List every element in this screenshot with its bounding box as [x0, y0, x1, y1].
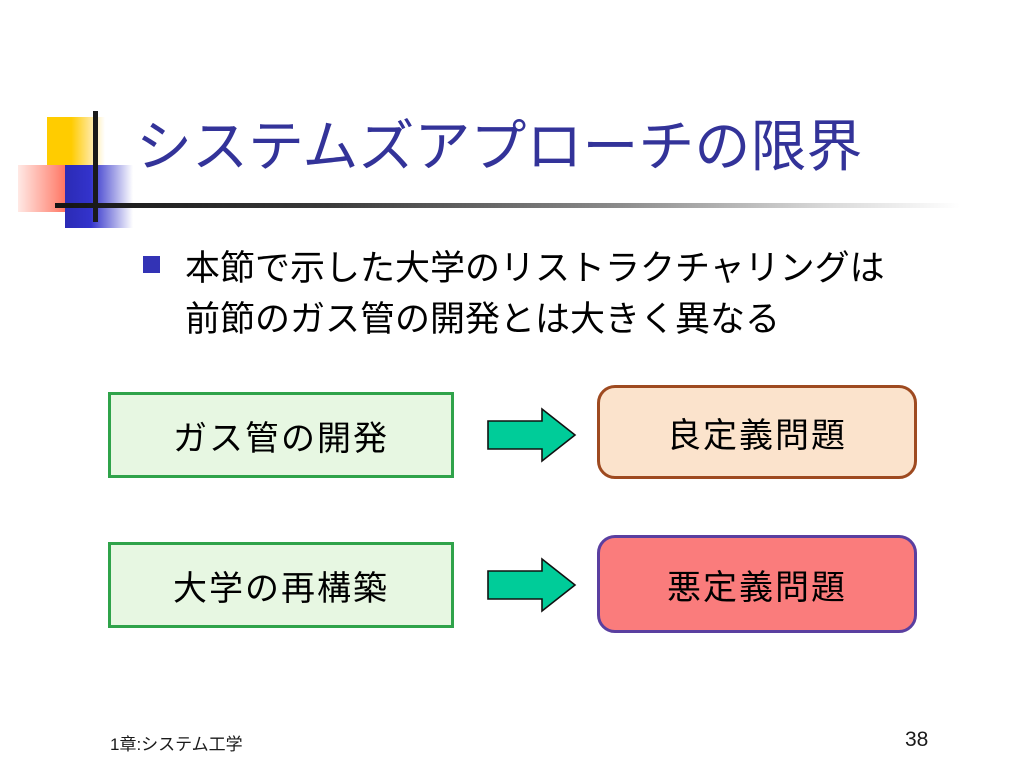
decoration-vertical-rule: [93, 111, 98, 222]
bullet-line-2: 前節のガス管の開発とは大きく異なる: [185, 300, 781, 339]
footer-chapter-label: 1章:システム工学: [110, 735, 243, 754]
bullet-item: 本節で示した大学のリストラクチャリングは 前節のガス管の開発とは大きく異なる: [140, 243, 1000, 345]
diagram-target-box-well-defined[interactable]: 良定義問題: [597, 385, 917, 479]
footer-page-number: 38: [905, 728, 929, 751]
page-title: システムズアプローチの限界: [136, 115, 863, 178]
decoration-blue-square: [65, 165, 133, 228]
decoration-horizontal-rule: [55, 203, 960, 208]
diagram-source-box-university[interactable]: 大学の再構築: [108, 542, 454, 628]
bullet-square-icon: [143, 256, 160, 273]
bullet-line-1: 本節で示した大学のリストラクチャリングは: [185, 249, 885, 288]
diagram-source-box-gas[interactable]: ガス管の開発: [108, 392, 454, 478]
bullet-text-block: 本節で示した大学のリストラクチャリングは 前節のガス管の開発とは大きく異なる: [185, 243, 1000, 345]
arrow-right-icon-row1: [487, 407, 577, 463]
arrow-right-icon-row2: [487, 557, 577, 613]
diagram-target-box-ill-defined[interactable]: 悪定義問題: [597, 535, 917, 633]
